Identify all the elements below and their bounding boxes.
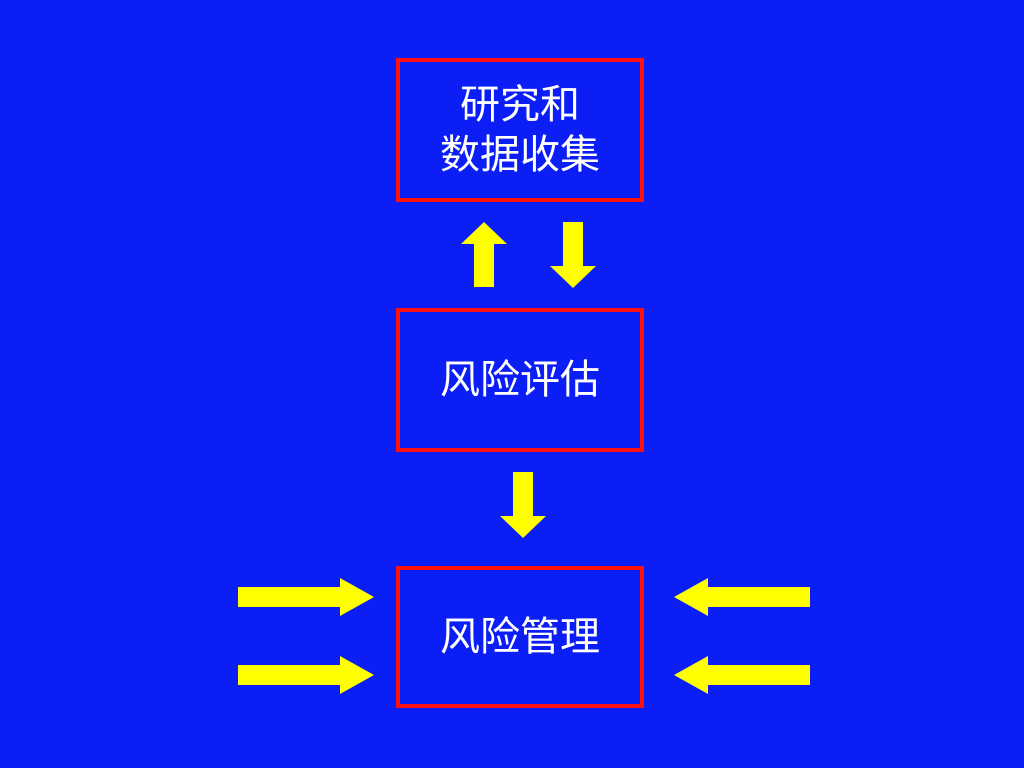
right-arrow-lower-left-icon (238, 656, 374, 694)
right-arrow-upper-left-icon (238, 578, 374, 616)
risk-management-box: 风险管理 (396, 566, 644, 708)
risk-assessment-box: 风险评估 (396, 308, 644, 452)
risk-assessment-label: 风险评估 (440, 357, 600, 403)
research-data-collection-box: 研究和 数据收集 (396, 58, 644, 202)
left-arrow-upper-right-icon (674, 578, 810, 616)
left-arrow-lower-right-icon (674, 656, 810, 694)
research-box-line-1: 研究和 (460, 82, 580, 128)
down-arrow-icon (550, 222, 596, 288)
up-arrow-icon (461, 222, 507, 287)
down-arrow-to-management-icon (500, 472, 546, 538)
research-box-line-2: 数据收集 (440, 132, 600, 178)
risk-management-label: 风险管理 (440, 614, 600, 660)
